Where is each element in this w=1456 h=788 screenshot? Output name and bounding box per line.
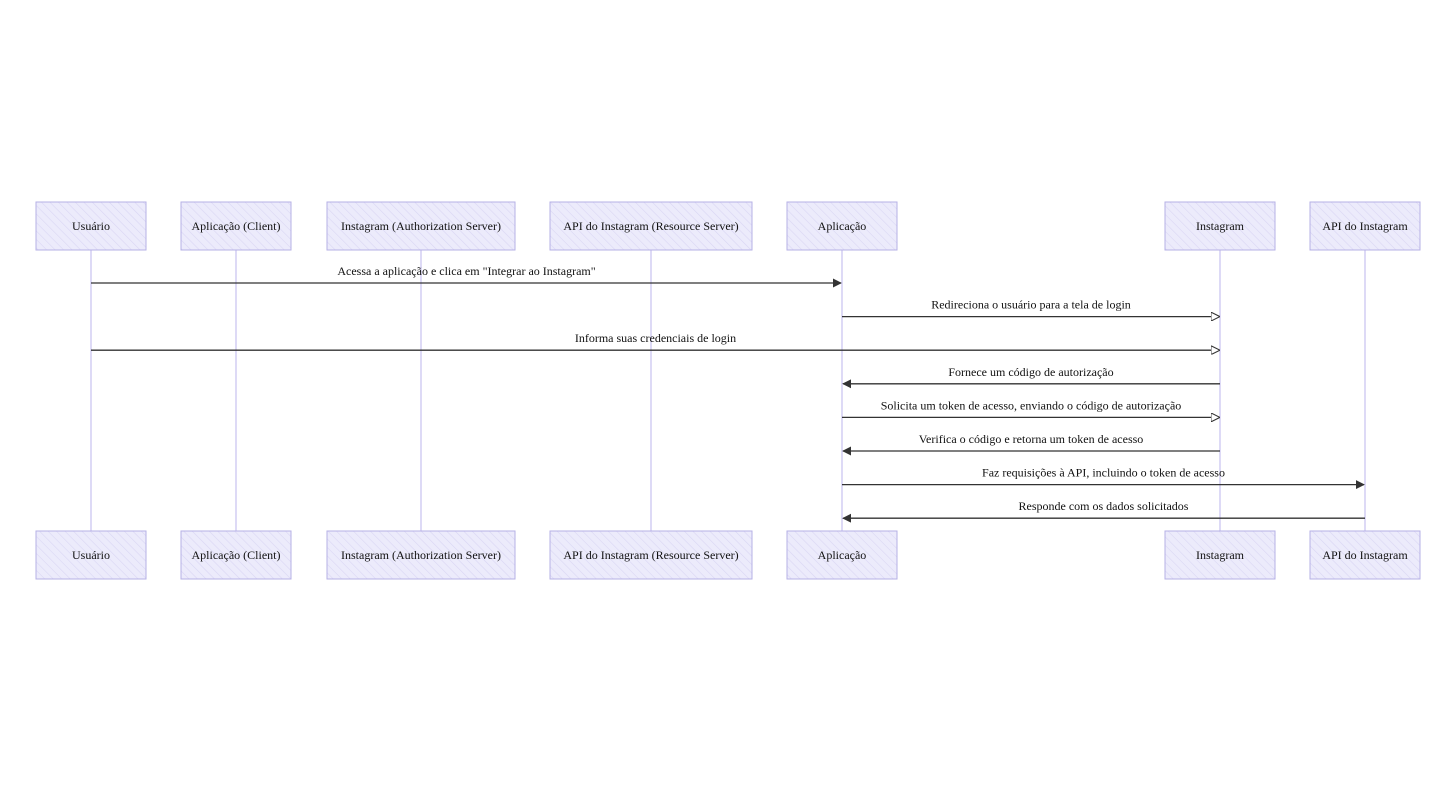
message-6: Verifica o código e retorna um token de … — [842, 432, 1220, 456]
actor-box-border — [35, 530, 147, 580]
actor-instagram_auth-bottom: Instagram (Authorization Server) — [326, 530, 516, 580]
lifelines — [90, 250, 1366, 531]
message-label: Redireciona o usuário para a tela de log… — [931, 298, 1131, 312]
actor-box-border — [1164, 530, 1276, 580]
actor-box-border — [786, 530, 898, 580]
actor-usuario-bottom: Usuário — [35, 530, 147, 580]
actor-box-border — [786, 201, 898, 251]
message-8: Responde com os dados solicitados — [842, 499, 1365, 523]
actor-api_resource-top: API do Instagram (Resource Server) — [549, 201, 753, 251]
actor-instagram-top: Instagram — [1164, 201, 1276, 251]
message-3: Informa suas credenciais de login — [91, 331, 1219, 350]
actor-label: Aplicação — [818, 219, 867, 233]
actor-label: Instagram — [1196, 548, 1245, 562]
actor-label: API do Instagram — [1322, 548, 1408, 562]
actor-label: Instagram — [1196, 219, 1245, 233]
actor-label: Usuário — [72, 219, 110, 233]
messages: Acessa a aplicação e clica em "Integrar … — [91, 264, 1365, 523]
actor-label: Aplicação (Client) — [192, 548, 281, 562]
actor-box-border — [1164, 201, 1276, 251]
message-label: Verifica o código e retorna um token de … — [919, 432, 1144, 446]
actor-aplicacao_client-bottom: Aplicação (Client) — [180, 530, 292, 580]
actor-box-border — [326, 530, 516, 580]
actor-api_instagram-top: API do Instagram — [1309, 201, 1421, 251]
message-4: Fornece um código de autorização — [842, 365, 1220, 389]
message-7: Faz requisições à API, incluindo o token… — [842, 466, 1365, 490]
actor-aplicacao-bottom: Aplicação — [786, 530, 898, 580]
actor-box-border — [549, 530, 753, 580]
message-label: Informa suas credenciais de login — [575, 331, 736, 345]
actor-box-border — [326, 201, 516, 251]
actor-usuario-top: Usuário — [35, 201, 147, 251]
actor-label: Instagram (Authorization Server) — [341, 219, 501, 233]
actor-box-border — [1309, 530, 1421, 580]
actor-box-border — [549, 201, 753, 251]
actor-instagram_auth-top: Instagram (Authorization Server) — [326, 201, 516, 251]
actor-box-border — [1309, 201, 1421, 251]
message-label: Faz requisições à API, incluindo o token… — [982, 466, 1225, 480]
message-label: Solicita um token de acesso, enviando o … — [881, 398, 1182, 412]
actor-api_resource-bottom: API do Instagram (Resource Server) — [549, 530, 753, 580]
actors-top-row: Usuário Aplicação (Client) Instagram (Auth… — [35, 201, 1421, 251]
actor-label: Usuário — [72, 548, 110, 562]
message-label: Acessa a aplicação e clica em "Integrar … — [337, 264, 595, 278]
actor-label: Aplicação (Client) — [192, 219, 281, 233]
actor-box-border — [180, 530, 292, 580]
actor-label: API do Instagram (Resource Server) — [563, 219, 738, 233]
actor-aplicacao_client-top: Aplicação (Client) — [180, 201, 292, 251]
message-1: Acessa a aplicação e clica em "Integrar … — [91, 264, 842, 288]
actor-label: API do Instagram (Resource Server) — [563, 548, 738, 562]
message-label: Fornece um código de autorização — [948, 365, 1113, 379]
actor-aplicacao-top: Aplicação — [786, 201, 898, 251]
actor-label: Aplicação — [818, 548, 867, 562]
actor-api_instagram-bottom: API do Instagram — [1309, 530, 1421, 580]
actor-label: Instagram (Authorization Server) — [341, 548, 501, 562]
actor-box-border — [35, 201, 147, 251]
actors-bottom-row: Usuário Aplicação (Client) Instagram (Auth… — [35, 530, 1421, 580]
message-5: Solicita um token de acesso, enviando o … — [842, 398, 1219, 417]
actor-instagram-bottom: Instagram — [1164, 530, 1276, 580]
actor-box-border — [180, 201, 292, 251]
message-label: Responde com os dados solicitados — [1019, 499, 1189, 513]
message-2: Redireciona o usuário para a tela de log… — [842, 298, 1219, 317]
actor-label: API do Instagram — [1322, 219, 1408, 233]
